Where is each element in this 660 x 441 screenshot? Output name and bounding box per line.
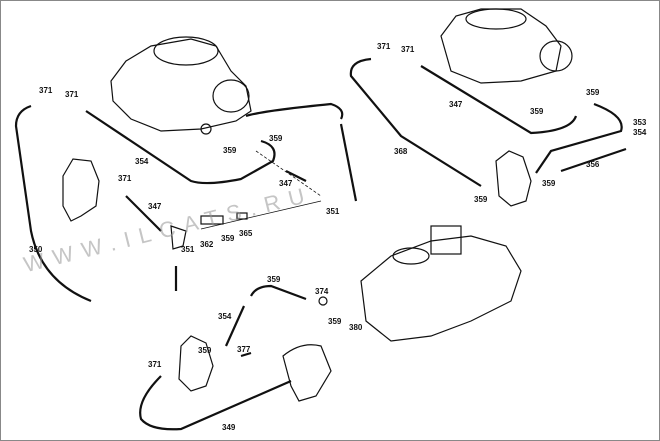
engine-block [360, 225, 522, 342]
part-callout: 359 [530, 107, 544, 116]
part-callout: 359 [269, 134, 283, 143]
part-callout: 359 [474, 195, 488, 204]
part-callout: 354 [218, 312, 232, 321]
carburetor-left [110, 36, 252, 135]
part-callout: 371 [65, 90, 79, 99]
part-callout: 349 [222, 423, 236, 432]
part-callout: 351 [326, 207, 340, 216]
part-callout: 359 [542, 179, 556, 188]
distributor-right [495, 150, 532, 207]
part-callout: 359 [267, 275, 281, 284]
part-callout: 371 [148, 360, 162, 369]
part-callout: 354 [135, 157, 149, 166]
part-callout: 368 [394, 147, 408, 156]
part-callout: 371 [118, 174, 132, 183]
distributor-bottom [178, 296, 332, 402]
part-callout: 347 [148, 202, 162, 211]
part-callout: 347 [279, 179, 293, 188]
distributor-left [62, 158, 248, 250]
leader-line [255, 150, 322, 197]
part-callout: 371 [377, 42, 391, 51]
part-callout: 377 [237, 345, 251, 354]
part-callout: 359 [223, 146, 237, 155]
part-callout: 371 [39, 86, 53, 95]
part-callout: 380 [349, 323, 363, 332]
part-callout: 359 [328, 317, 342, 326]
part-callout: 347 [449, 100, 463, 109]
part-callout: 362 [200, 240, 214, 249]
part-callout: 359 [221, 234, 235, 243]
part-callout: 356 [586, 160, 600, 169]
part-callout: 354 [633, 128, 647, 137]
carburetor-right [440, 8, 573, 84]
part-callout: 365 [239, 229, 253, 238]
part-callout: 371 [401, 45, 415, 54]
hoses-bottom [139, 284, 307, 431]
hoses-left [14, 102, 358, 303]
part-callout: 351 [181, 245, 195, 254]
part-callout: 374 [315, 287, 329, 296]
part-callout: 353 [633, 118, 647, 127]
part-callout: 350 [29, 245, 43, 254]
hoses-right [349, 57, 627, 187]
part-callout: 359 [586, 88, 600, 97]
part-callout: 359 [198, 346, 212, 355]
